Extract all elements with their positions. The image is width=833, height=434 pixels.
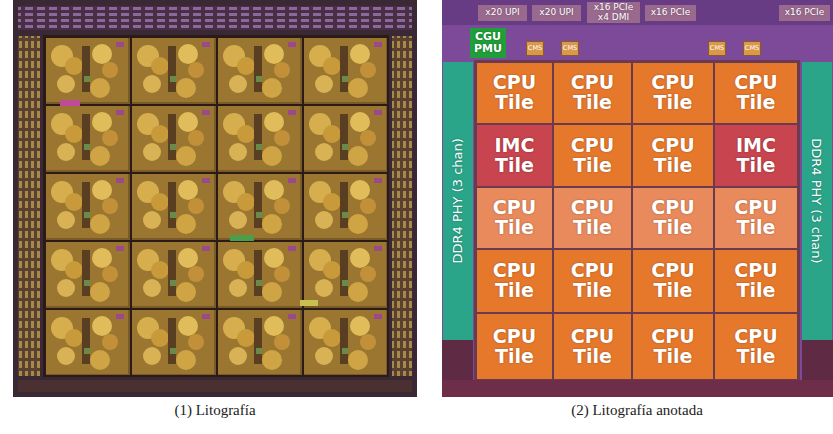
node-text: CPU Tile bbox=[554, 73, 631, 113]
io-port-box: x16 PCIe bbox=[779, 5, 830, 21]
cpu-tile: CPU Tile bbox=[554, 125, 631, 186]
io-port-box: x20 UPI bbox=[532, 5, 581, 21]
node-text: DDR4 PHY (3 chan) bbox=[810, 138, 824, 263]
cms-box: CMS bbox=[561, 41, 579, 56]
io-port-box: x16 PCIe bbox=[645, 5, 696, 21]
ddr-phy-band: DDR4 PHY (3 chan) bbox=[802, 62, 832, 340]
node-text: CPU Tile bbox=[715, 327, 797, 367]
imc-tile: IMC Tile bbox=[477, 125, 552, 186]
node-text: CMS bbox=[745, 45, 759, 52]
imc-tile: IMC Tile bbox=[715, 125, 797, 186]
cgu-pmu-box: CGU PMU bbox=[470, 28, 506, 58]
node-text: x16 PCIe x4 DMI bbox=[587, 3, 640, 22]
cpu-tile: CPU Tile bbox=[715, 63, 797, 123]
cpu-tile: CPU Tile bbox=[477, 63, 552, 123]
node-text: CPU Tile bbox=[554, 327, 631, 367]
cpu-tile: CPU Tile bbox=[633, 125, 713, 186]
node-text: DDR4 PHY (3 chan) bbox=[451, 138, 465, 263]
node-text: x16 PCIe bbox=[785, 8, 825, 17]
cpu-tile: CPU Tile bbox=[715, 314, 797, 379]
ddr-phy-band: DDR4 PHY (3 chan) bbox=[443, 62, 473, 340]
node-text: CPU Tile bbox=[554, 136, 631, 176]
cms-box: CMS bbox=[708, 41, 726, 56]
node-text: IMC Tile bbox=[715, 136, 797, 176]
cpu-tile: CPU Tile bbox=[633, 63, 713, 123]
node-text: CPU Tile bbox=[477, 198, 552, 238]
cpu-tile: CPU Tile bbox=[554, 250, 631, 312]
node-text: CPU Tile bbox=[477, 73, 552, 113]
cpu-tile: CPU Tile bbox=[633, 314, 713, 379]
node-text: IMC Tile bbox=[477, 136, 552, 176]
io-port-box: x16 PCIe x4 DMI bbox=[587, 2, 640, 23]
cpu-tile: CPU Tile bbox=[554, 63, 631, 123]
caption-label: (1) Litografía bbox=[174, 402, 255, 419]
node-text: x20 UPI bbox=[539, 8, 573, 17]
node-text: CPU Tile bbox=[633, 261, 713, 301]
node-text: CMS bbox=[563, 45, 577, 52]
cms-box: CMS bbox=[526, 41, 544, 56]
node-text: x16 PCIe bbox=[651, 8, 691, 17]
node-text: CMS bbox=[710, 45, 724, 52]
cpu-tile: CPU Tile bbox=[633, 250, 713, 312]
node-text: CPU Tile bbox=[477, 261, 552, 301]
cpu-tile: CPU Tile bbox=[554, 314, 631, 379]
cms-box: CMS bbox=[743, 41, 761, 56]
cpu-tile: CPU Tile bbox=[477, 250, 552, 312]
node-text: CPU Tile bbox=[715, 261, 797, 301]
node-text: x20 UPI bbox=[485, 8, 519, 17]
cpu-tile: CPU Tile bbox=[477, 314, 552, 379]
node-text: CPU Tile bbox=[477, 327, 552, 367]
node-text: CPU Tile bbox=[715, 198, 797, 238]
caption-label: (2) Litografía anotada bbox=[571, 402, 703, 419]
node-text: CPU Tile bbox=[633, 327, 713, 367]
cpu-tile: CPU Tile bbox=[477, 188, 552, 248]
node-text: CPU Tile bbox=[633, 73, 713, 113]
node-text: CGU PMU bbox=[470, 31, 506, 54]
cpu-tile: CPU Tile bbox=[715, 188, 797, 248]
node-text: CPU Tile bbox=[715, 73, 797, 113]
node-text: CPU Tile bbox=[554, 198, 631, 238]
node-text: CPU Tile bbox=[633, 198, 713, 238]
cpu-tile: CPU Tile bbox=[554, 188, 631, 248]
node-text: CPU Tile bbox=[554, 261, 631, 301]
cpu-tile: CPU Tile bbox=[633, 188, 713, 248]
node-text: CMS bbox=[528, 45, 542, 52]
node-text: CPU Tile bbox=[633, 136, 713, 176]
io-port-box: x20 UPI bbox=[478, 5, 527, 21]
cpu-tile: CPU Tile bbox=[715, 250, 797, 312]
